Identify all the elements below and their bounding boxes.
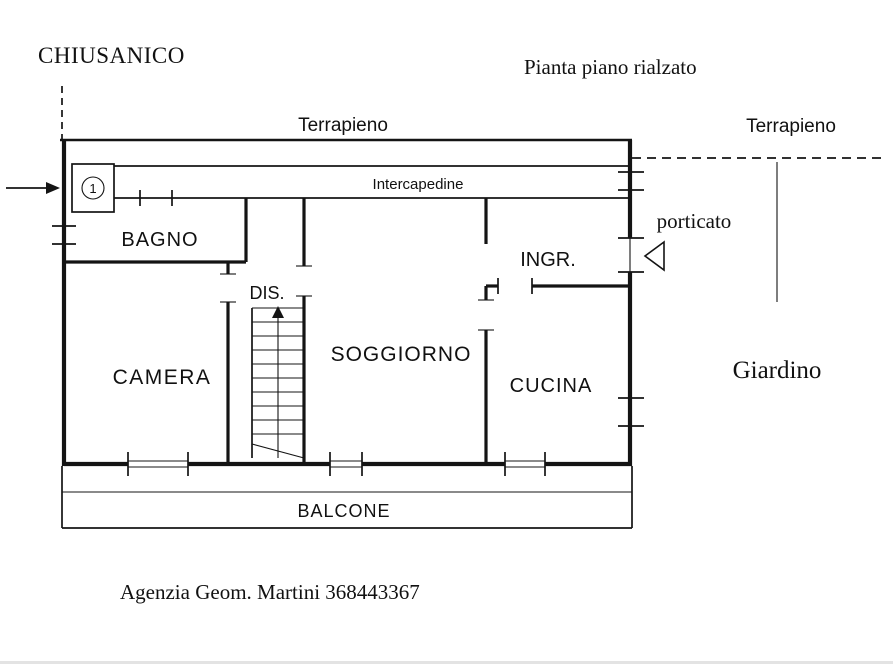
- entrance-number-marker: 1: [89, 181, 96, 196]
- staircase: [251, 306, 305, 459]
- door-swing-triangle-icon: [643, 240, 665, 272]
- area-label-balcone: BALCONE: [297, 501, 390, 521]
- entrance-vestibule: [71, 163, 115, 213]
- area-label-terrapieno-right: Terrapieno: [746, 116, 836, 137]
- bottom-divider: [0, 661, 893, 664]
- balcony-outline: [61, 466, 633, 529]
- porticato-markers: [643, 162, 778, 302]
- area-label-giardino: Giardino: [733, 357, 822, 384]
- outer-walls: [61, 140, 633, 467]
- area-label-porticato: porticato: [657, 209, 732, 233]
- room-label-bagno: BAGNO: [121, 229, 198, 251]
- area-label-terrapieno-top: Terrapieno: [298, 115, 388, 136]
- room-label-cucina: CUCINA: [510, 375, 593, 397]
- interior-walls: [64, 198, 630, 464]
- wall-window-symbols: [52, 171, 644, 427]
- area-label-intercapedine: Intercapedine: [373, 176, 464, 193]
- intercapedine-lines: [114, 165, 630, 199]
- entrance-arrow-icon: [6, 182, 60, 194]
- bottom-window-symbols: [127, 452, 546, 476]
- plan-title: CHIUSANICO: [38, 43, 185, 68]
- room-label-camera: CAMERA: [113, 366, 212, 389]
- agency-footer: Agenzia Geom. Martini 368443367: [120, 580, 420, 604]
- room-label-disimpegno: DIS.: [249, 283, 284, 303]
- terrapieno-boundary-lines: [60, 86, 886, 159]
- room-label-soggiorno: SOGGIORNO: [331, 343, 472, 366]
- plan-caption: Pianta piano rialzato: [524, 55, 697, 79]
- room-label-ingresso: INGR.: [520, 249, 576, 271]
